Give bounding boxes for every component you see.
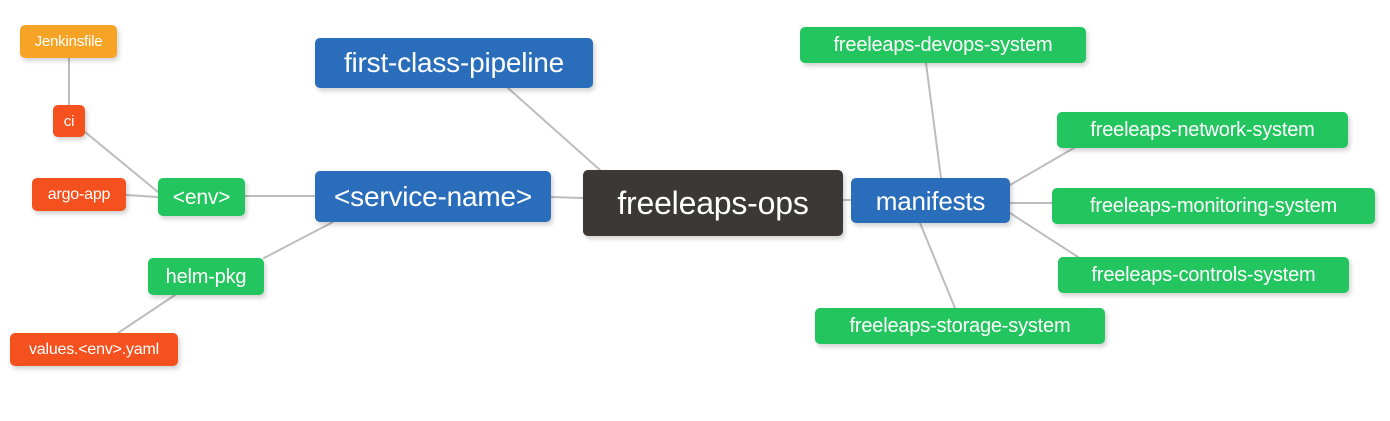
node-label-devops-system: freeleaps-devops-system <box>833 34 1053 56</box>
node-label-network-system: freeleaps-network-system <box>1090 119 1315 141</box>
node-devops-system[interactable]: freeleaps-devops-system <box>800 27 1086 63</box>
node-network-system[interactable]: freeleaps-network-system <box>1057 112 1348 148</box>
node-label-env: <env> <box>172 185 231 209</box>
node-label-freeleaps-ops: freeleaps-ops <box>617 185 809 221</box>
node-first-class-pipeline[interactable]: first-class-pipeline <box>315 38 593 88</box>
edge-devops-system-to-manifests <box>925 62 942 179</box>
node-label-ci: ci <box>63 112 75 130</box>
node-label-values-yaml: values.<env>.yaml <box>28 340 159 358</box>
edge-storage-system-to-manifests <box>919 222 956 309</box>
node-label-jenkinsfile: Jenkinsfile <box>34 33 103 50</box>
node-service-name[interactable]: <service-name> <box>315 171 551 222</box>
node-values-yaml[interactable]: values.<env>.yaml <box>10 333 178 366</box>
node-storage-system[interactable]: freeleaps-storage-system <box>815 308 1105 344</box>
node-helm-pkg[interactable]: helm-pkg <box>148 258 264 295</box>
edge-values-yaml-to-helm-pkg <box>117 294 176 334</box>
edge-first-class-pipeline-to-freeleaps-ops <box>507 87 601 171</box>
node-label-helm-pkg: helm-pkg <box>165 265 247 288</box>
node-controls-system[interactable]: freeleaps-controls-system <box>1058 257 1349 293</box>
node-label-first-class-pipeline: first-class-pipeline <box>343 47 565 78</box>
node-freeleaps-ops[interactable]: freeleaps-ops <box>583 170 843 236</box>
node-ci[interactable]: ci <box>53 105 85 137</box>
node-label-controls-system: freeleaps-controls-system <box>1091 264 1316 286</box>
node-jenkinsfile[interactable]: Jenkinsfile <box>20 25 117 58</box>
node-label-monitoring-system: freeleaps-monitoring-system <box>1090 195 1337 217</box>
node-env[interactable]: <env> <box>158 178 245 216</box>
edge-argo-app-to-env <box>125 194 159 198</box>
node-argo-app[interactable]: argo-app <box>32 178 126 211</box>
node-manifests[interactable]: manifests <box>851 178 1010 223</box>
edge-helm-pkg-to-service-name <box>263 221 334 259</box>
node-monitoring-system[interactable]: freeleaps-monitoring-system <box>1052 188 1375 224</box>
node-label-storage-system: freeleaps-storage-system <box>849 315 1071 337</box>
edge-service-name-to-freeleaps-ops <box>550 196 584 199</box>
node-label-manifests: manifests <box>875 185 986 216</box>
node-label-argo-app: argo-app <box>47 185 111 203</box>
node-label-service-name: <service-name> <box>334 180 532 212</box>
edge-network-system-to-manifests <box>1009 147 1075 186</box>
